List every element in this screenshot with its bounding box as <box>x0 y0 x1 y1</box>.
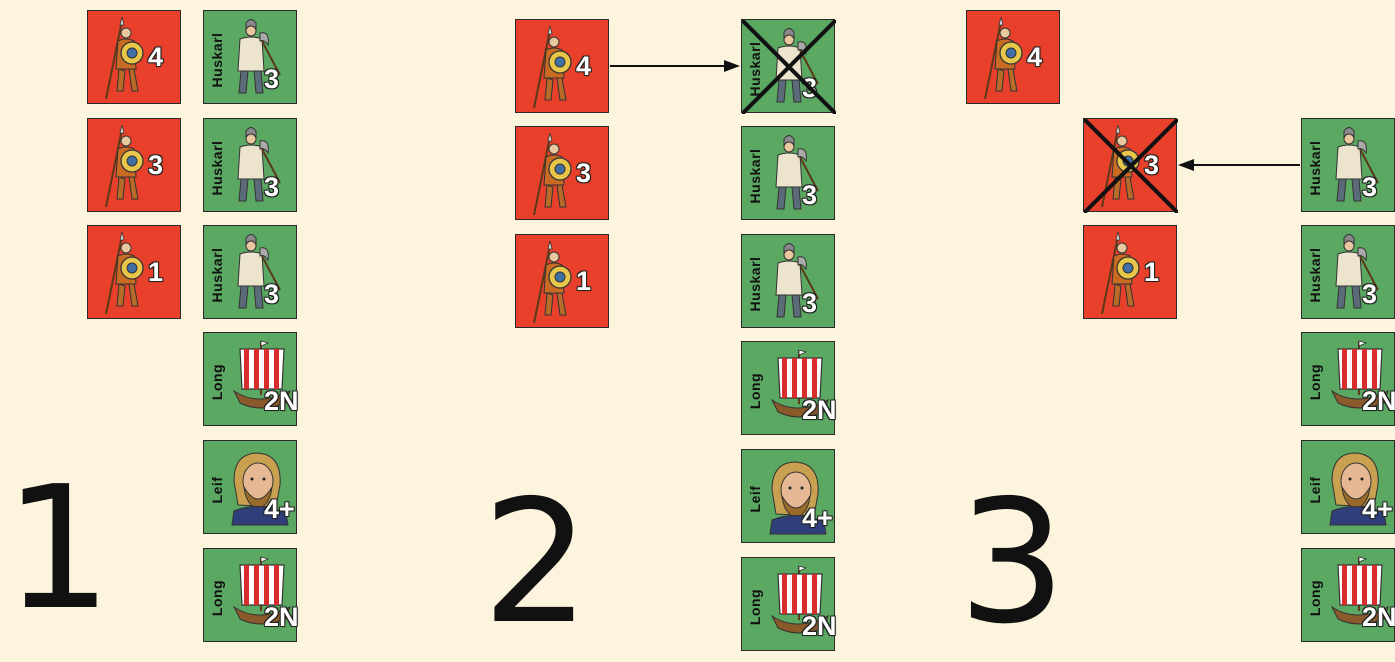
counter-strength: 3 <box>264 281 279 308</box>
axeman-icon <box>204 119 298 213</box>
counter-strength: 3 <box>802 75 817 102</box>
spearman-icon <box>516 127 610 221</box>
counter-strength: 3 <box>802 182 817 209</box>
axeman-icon <box>204 226 298 320</box>
leader-counter[interactable]: Leif 4+ <box>741 449 835 543</box>
huskarl-counter[interactable]: Huskarl 3 <box>1301 225 1395 319</box>
spearman-icon <box>516 235 610 329</box>
counter-strength: 4+ <box>1362 496 1393 523</box>
leader-counter[interactable]: Leif 4+ <box>1301 440 1395 534</box>
axeman-icon <box>742 235 836 329</box>
huskarl-counter[interactable]: Huskarl 3 <box>203 225 297 319</box>
huskarl-counter[interactable]: Huskarl 3 <box>203 118 297 212</box>
counter-strength: 1 <box>1144 259 1159 286</box>
counter-strength: 4 <box>1027 44 1042 71</box>
counter-strength: 3 <box>1144 152 1159 179</box>
counter-strength: 4 <box>576 53 591 80</box>
axeman-icon <box>1302 226 1395 320</box>
huskarl-counter[interactable]: Huskarl 3 <box>1301 118 1395 212</box>
red-unit-counter-eliminated[interactable]: 3 <box>1083 118 1177 212</box>
axeman-icon <box>1302 119 1395 213</box>
red-unit-counter[interactable]: 4 <box>966 10 1060 104</box>
counter-strength: 2N <box>802 613 837 640</box>
longship-counter[interactable]: Long 2N <box>1301 332 1395 426</box>
counter-strength: 4+ <box>264 496 295 523</box>
axeman-icon <box>742 127 836 221</box>
longship-counter[interactable]: Long 2N <box>741 341 835 435</box>
longship-counter[interactable]: Long 2N <box>203 332 297 426</box>
spearman-icon <box>88 119 182 213</box>
counter-strength: 3 <box>576 160 591 187</box>
longship-counter[interactable]: Long 2N <box>203 548 297 642</box>
red-unit-counter[interactable]: 1 <box>1083 225 1177 319</box>
longship-counter[interactable]: Long 2N <box>1301 548 1395 642</box>
spearman-icon <box>88 226 182 320</box>
counter-strength: 3 <box>264 66 279 93</box>
counter-strength: 3 <box>148 152 163 179</box>
spearman-icon <box>516 20 610 114</box>
huskarl-counter-eliminated[interactable]: Huskarl 3 <box>741 19 835 113</box>
spearman-icon <box>88 11 182 105</box>
counter-strength: 3 <box>1362 281 1377 308</box>
red-unit-counter[interactable]: 3 <box>87 118 181 212</box>
leader-counter[interactable]: Leif 4+ <box>203 440 297 534</box>
counter-strength: 3 <box>802 290 817 317</box>
counter-strength: 2N <box>264 388 299 415</box>
counter-strength: 1 <box>148 259 163 286</box>
huskarl-counter[interactable]: Huskarl 3 <box>203 10 297 104</box>
longship-counter[interactable]: Long 2N <box>741 557 835 651</box>
spearman-icon <box>1084 226 1178 320</box>
spearman-icon <box>1084 119 1178 213</box>
red-unit-counter[interactable]: 4 <box>515 19 609 113</box>
counter-strength: 2N <box>264 604 299 631</box>
red-unit-counter[interactable]: 4 <box>87 10 181 104</box>
counter-strength: 2N <box>1362 604 1395 631</box>
axeman-icon <box>742 20 836 114</box>
counter-strength: 4 <box>148 44 163 71</box>
red-unit-counter[interactable]: 3 <box>515 126 609 220</box>
step-number: 2 <box>482 478 590 648</box>
huskarl-counter[interactable]: Huskarl 3 <box>741 126 835 220</box>
counter-strength: 3 <box>1362 174 1377 201</box>
huskarl-counter[interactable]: Huskarl 3 <box>741 234 835 328</box>
counter-strength: 2N <box>1362 388 1395 415</box>
counter-strength: 3 <box>264 174 279 201</box>
step-number: 3 <box>958 478 1066 648</box>
counter-strength: 1 <box>576 268 591 295</box>
red-unit-counter[interactable]: 1 <box>87 225 181 319</box>
step-number: 1 <box>4 464 112 634</box>
counter-strength: 4+ <box>802 505 833 532</box>
axeman-icon <box>204 11 298 105</box>
spearman-icon <box>967 11 1061 105</box>
counter-strength: 2N <box>802 397 837 424</box>
red-unit-counter[interactable]: 1 <box>515 234 609 328</box>
